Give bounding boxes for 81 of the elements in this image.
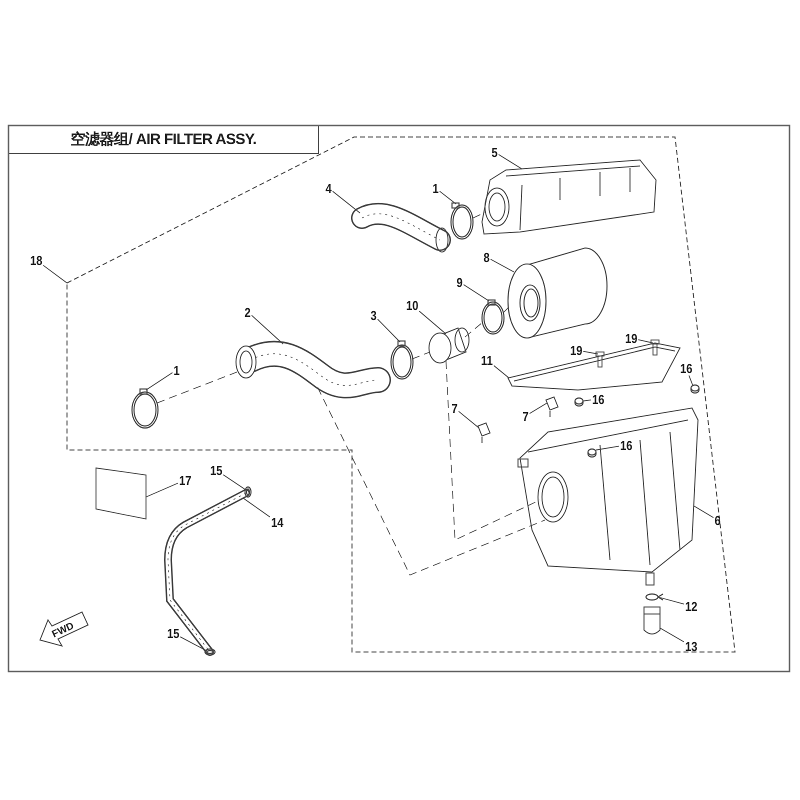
callout-number: 4 <box>325 182 332 194</box>
callout-number: 7 <box>451 402 458 414</box>
callout-number: 16 <box>592 392 604 406</box>
center-line <box>502 306 510 314</box>
leader-line <box>463 284 490 302</box>
leader-line <box>377 318 400 342</box>
label-sticker-drawing <box>96 467 146 520</box>
leader-line <box>498 154 522 170</box>
leader-line <box>658 596 684 604</box>
leader-line <box>439 190 456 204</box>
leader-line <box>458 410 480 428</box>
intake-duct-drawing <box>351 202 451 252</box>
rubber-connector-drawing <box>428 327 470 364</box>
air-box-cover-drawing <box>482 159 657 235</box>
leader-line <box>694 506 714 518</box>
callout-number: 19 <box>570 344 582 356</box>
bolt-drawing <box>650 340 660 356</box>
callout-number: 14 <box>270 516 284 528</box>
hose-clamp-drawing <box>131 388 159 429</box>
leader-line <box>332 190 360 214</box>
leader-line <box>180 636 208 652</box>
intake-hose-drawing <box>236 340 391 398</box>
drain-cap-drawing <box>644 606 660 634</box>
callout-number: 6 <box>714 514 721 526</box>
callout-number: 12 <box>684 600 698 612</box>
leader-line <box>242 498 270 518</box>
clamp-ring-drawing <box>645 593 664 601</box>
leader-line <box>660 628 684 642</box>
callout-number: 9 <box>456 276 463 288</box>
clip-drawing <box>478 422 491 444</box>
leader-line <box>582 350 598 354</box>
filter-element-drawing <box>507 247 608 339</box>
gasket-drawing <box>507 342 681 390</box>
center-line <box>472 212 486 218</box>
callout-number: 17 <box>178 474 192 486</box>
leader-line <box>146 482 178 498</box>
leader-line <box>596 446 620 450</box>
grommet-drawing <box>574 397 584 407</box>
callout-number: 13 <box>684 640 698 652</box>
leader-line <box>493 365 510 378</box>
leader-line <box>42 264 68 284</box>
hose-clamp-drawing <box>390 340 414 380</box>
callout-number: 5 <box>491 146 498 158</box>
callout-number: 2 <box>244 306 251 318</box>
direction-label: FWD <box>50 622 76 640</box>
grommet-drawing <box>690 384 700 394</box>
callout-number: 15 <box>166 626 180 640</box>
center-line <box>317 387 546 576</box>
leader-line <box>251 314 284 344</box>
hose-clamp-drawing <box>481 299 505 335</box>
center-line <box>156 372 238 404</box>
leader-line <box>418 310 446 334</box>
leader-line <box>146 372 173 390</box>
air-box-drawing <box>518 407 698 586</box>
callout-number: 16 <box>620 438 632 452</box>
leader-line <box>638 339 654 344</box>
callout-number: 7 <box>522 410 529 422</box>
grommet-drawing <box>587 448 597 458</box>
callout-number: 10 <box>406 298 418 312</box>
center-line <box>446 360 540 541</box>
callout-number: 11 <box>481 354 493 366</box>
breather-tube-drawing <box>164 489 250 656</box>
leader-line <box>529 402 548 414</box>
clip-drawing <box>546 396 559 418</box>
callout-number: 8 <box>483 250 490 264</box>
diagram-title: 空滤器组/ AIR FILTER ASSY. <box>70 130 256 149</box>
center-line <box>412 352 430 360</box>
callout-number: 1 <box>173 364 180 376</box>
center-line <box>464 322 484 338</box>
callout-number: 19 <box>624 332 638 344</box>
callout-number: 3 <box>370 308 377 322</box>
hose-clamp-drawing <box>450 202 474 240</box>
callout-number: 16 <box>680 362 692 374</box>
leader-line <box>222 474 246 490</box>
leader-line <box>490 258 514 272</box>
tube-clamp-drawing <box>244 486 252 498</box>
callout-number: 1 <box>432 182 439 194</box>
callout-number: 18 <box>30 254 42 266</box>
leader-line <box>688 375 694 386</box>
leader-line <box>582 400 592 402</box>
callout-number: 15 <box>210 464 222 476</box>
